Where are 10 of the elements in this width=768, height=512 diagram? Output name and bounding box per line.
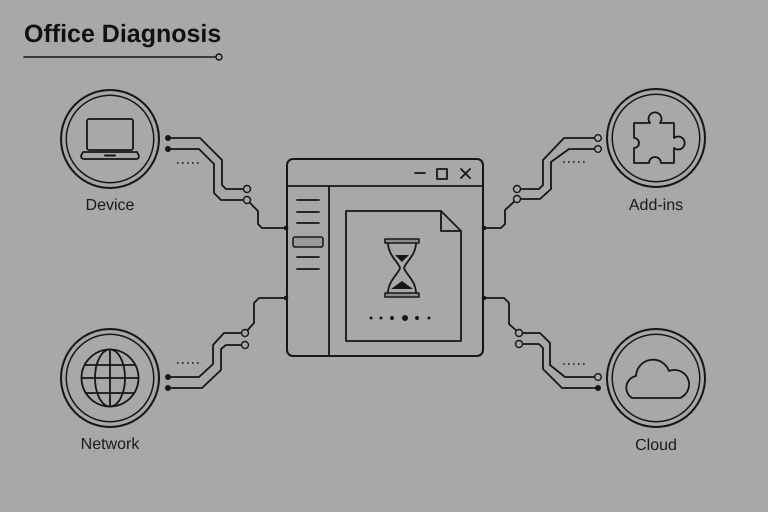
- node-label: Device: [86, 198, 134, 214]
- node-label: Network: [80, 437, 140, 453]
- circuit-connector: [482, 145, 602, 230]
- node-label: Add-ins: [628, 198, 684, 214]
- circuit-connector: [165, 296, 288, 380]
- circuit-connector: [482, 296, 602, 381]
- circuit-connector: [165, 146, 288, 230]
- app-window: [286, 158, 484, 357]
- diagram-title: Office Diagnosis: [24, 22, 222, 47]
- node-label: Cloud: [635, 438, 677, 454]
